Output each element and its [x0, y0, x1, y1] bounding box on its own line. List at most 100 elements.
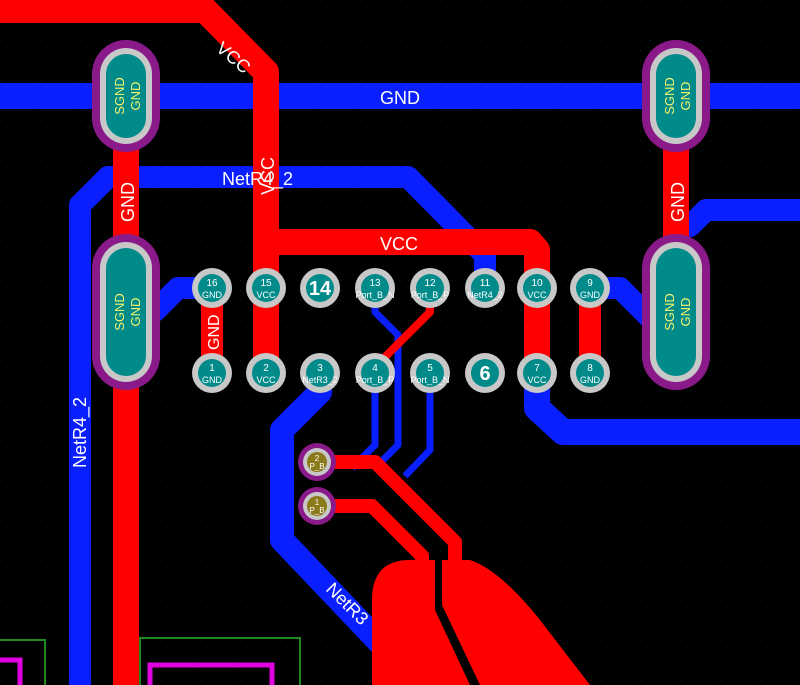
slot-pad-top-right[interactable]: SGND GND	[642, 40, 710, 152]
ic-pad-core	[198, 359, 226, 387]
via-1-number: 1	[315, 498, 320, 507]
ic-pad-core	[306, 274, 334, 302]
ic-pad-core	[361, 359, 389, 387]
ic-pad-net: Port_B_N	[410, 375, 449, 385]
ic-pad-net: VCC	[527, 375, 547, 385]
ic-pad-net: GND	[580, 290, 601, 300]
ic-pad-number: 16	[206, 278, 218, 289]
ic-pad-core	[523, 359, 551, 387]
ic-pad-number: 13	[369, 278, 381, 289]
ic-pad-core	[471, 274, 499, 302]
via-2-number: 2	[315, 454, 320, 463]
net-label-vcc-horizontal: VCC	[380, 234, 418, 254]
ic-pad-number: 6	[479, 363, 490, 385]
net-label-netr4-2-top: NetR4_2	[222, 169, 293, 190]
trace-vcc-main[interactable]	[0, 0, 279, 373]
net-label-vcc-vertical: VCC	[258, 157, 278, 195]
ic-pad-net: VCC	[256, 290, 276, 300]
slot-label-2-line2: GND	[128, 298, 143, 327]
copper-pour-right[interactable]	[442, 560, 590, 685]
ic-pad-core	[416, 274, 444, 302]
ic-pad-6[interactable]: 6	[465, 353, 505, 393]
ic-pad-number: 11	[480, 278, 491, 289]
slot-label-4-line2: GND	[678, 298, 693, 327]
ic-pad-net: NetR3_2	[302, 375, 338, 385]
slot-label-4-line1: SGND	[662, 293, 677, 331]
ic-pad-net: GND	[202, 375, 223, 385]
slot-pad-top-left[interactable]: SGND GND	[92, 40, 160, 152]
ic-pad-14[interactable]: 14	[300, 268, 340, 308]
net-label-gnd-left: GND	[118, 182, 138, 222]
trace-port-b-1[interactable]	[310, 455, 462, 567]
ic-pad-number: 14	[309, 278, 332, 300]
ic-pad-number: 15	[260, 278, 272, 289]
ic-pad-net: GND	[580, 375, 601, 385]
via-2-net: P_B	[309, 462, 324, 471]
ic-pad-number: 4	[372, 363, 378, 374]
slot-label-3-line2: GND	[678, 82, 693, 111]
board-outline-middle	[139, 637, 301, 685]
ic-pad-core	[306, 359, 334, 387]
component-outline-middle	[147, 662, 275, 685]
board-outline-left	[0, 639, 46, 685]
net-label-gnd-right: GND	[668, 182, 688, 222]
ic-pad-core	[576, 274, 604, 302]
ic-pad-net: Port_B_N	[355, 290, 394, 300]
via-pad-1[interactable]: 1 P_B	[298, 487, 336, 525]
ic-pad-core	[361, 274, 389, 302]
via-pad-2[interactable]: 2 P_B	[298, 443, 336, 481]
ic-pad-number: 5	[427, 363, 433, 374]
slot-pad-bottom-left[interactable]: SGND GND	[92, 234, 160, 390]
net-label-gnd-top: GND	[380, 88, 420, 108]
net-label-gnd-pad-link: GND	[206, 314, 223, 350]
ic-pad-number: 9	[587, 278, 593, 289]
ic-pad-number: 8	[587, 363, 593, 374]
copper-pour-left[interactable]	[372, 560, 470, 685]
ic-pad-core	[252, 359, 280, 387]
trace-vcc-horiz[interactable]	[253, 229, 550, 386]
ic-pad-net: GND	[202, 290, 223, 300]
ic-pad-core	[576, 359, 604, 387]
ic-pad-number: 7	[534, 363, 540, 374]
ic-pad-net: VCC	[527, 290, 547, 300]
slot-label-1-line1: SGND	[112, 77, 127, 115]
ic-pad-number: 3	[317, 363, 323, 374]
component-outline-left	[0, 657, 23, 685]
ic-pad-number: 12	[424, 278, 436, 289]
ic-pad-core	[416, 359, 444, 387]
slot-pad-bottom-right[interactable]: SGND GND	[642, 234, 710, 390]
via-1-net: P_B	[309, 506, 324, 515]
trace-port-b-n-lower[interactable]	[402, 373, 434, 479]
slot-label-3-line1: SGND	[662, 77, 677, 115]
slot-label-2-line1: SGND	[112, 293, 127, 331]
ic-pad-net: NetR4_2	[467, 290, 503, 300]
ic-pad-number: 1	[209, 363, 215, 374]
net-label-netr4-2-left: NetR4_2	[70, 397, 91, 468]
ic-pad-net: Port_B_P	[356, 375, 395, 385]
ic-pad-core	[471, 359, 499, 387]
trace-right-edge[interactable]	[679, 199, 800, 237]
ic-pad-core	[198, 274, 226, 302]
ic-pad-net: VCC	[256, 375, 276, 385]
ic-pad-core	[252, 274, 280, 302]
ic-pad-number: 2	[263, 363, 269, 374]
ic-pad-number: 10	[531, 278, 543, 289]
